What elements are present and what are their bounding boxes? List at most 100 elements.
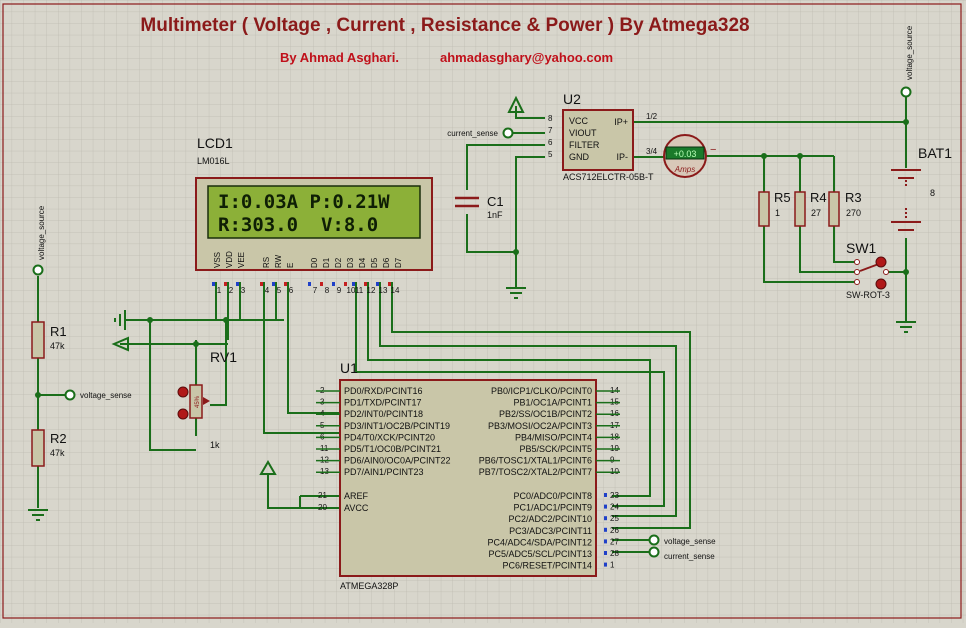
- lcd-pin-name: D0: [310, 257, 319, 268]
- r1-value: 47k: [50, 341, 65, 351]
- u1-pin-name-right: PB2/SS/OC1B/PCINT2: [499, 409, 592, 419]
- u1-pin-name-right: PC1/ADC1/PCINT9: [513, 503, 592, 513]
- lcd-pin-number: 5: [277, 286, 282, 295]
- lcd-module[interactable]: I:0.03A P:0.21W R:303.0 V:8.0: [195, 177, 433, 271]
- u1-pin-name: PD5/T1/OC0B/PCINT21: [344, 444, 441, 454]
- resistor-r2[interactable]: [31, 429, 45, 467]
- resistor-r4[interactable]: [794, 191, 806, 227]
- u2-model: ACS712ELCTR-05B-T: [563, 172, 654, 182]
- ammeter-reading: +0.03: [674, 149, 697, 159]
- net-label-current-sense-right: current_sense: [664, 552, 715, 561]
- pin-state-marker: [604, 551, 607, 555]
- pin-state-marker: [332, 282, 335, 286]
- u1-microcontroller[interactable]: [339, 379, 597, 577]
- pin-state-marker: [212, 282, 215, 286]
- pin-state-marker: [308, 282, 311, 286]
- pin-state-marker: [604, 516, 607, 521]
- pin-state-marker: [364, 282, 367, 286]
- sw1-ref: SW1: [846, 240, 877, 256]
- lcd-pin-number: 7: [313, 286, 318, 295]
- u1-pin-number-right: 26: [610, 526, 619, 535]
- pin-state-marker: [320, 282, 323, 286]
- u1-pin-name-right: PC5/ADC5/SCL/PCINT13: [488, 549, 592, 559]
- u2-pin-name: FILTER: [569, 140, 600, 150]
- resistor-r1[interactable]: [31, 321, 45, 359]
- resistor-r3[interactable]: [828, 191, 840, 227]
- resistor-r5[interactable]: [758, 191, 770, 227]
- r3-ref: R3: [845, 190, 862, 205]
- author-name: By Ahmad Asghari.: [280, 50, 399, 65]
- rv1-ref: RV1: [210, 349, 237, 365]
- lcd-pin-number: 12: [367, 286, 376, 295]
- junctions: [35, 119, 909, 398]
- net-terminals: voltage_source voltage_source voltage_se…: [32, 25, 914, 561]
- u2-pin-name: GND: [569, 152, 590, 162]
- ammeter[interactable]: +0.03 Amps −: [663, 134, 716, 178]
- current-sense-terminal-right[interactable]: [648, 546, 660, 558]
- lcd-pin-name: D4: [358, 257, 367, 268]
- r4-ref: R4: [810, 190, 827, 205]
- u1-pin-name-right: PC4/ADC4/SDA/PCINT12: [487, 537, 592, 547]
- lcd-pin-name: E: [286, 263, 295, 268]
- u2-pin-name-right: IP-: [616, 152, 628, 162]
- r2-ref: R2: [50, 431, 67, 446]
- battery-bat1[interactable]: [891, 169, 921, 231]
- lcd-pin-number: 2: [229, 286, 234, 295]
- pin-state-marker: [376, 282, 379, 286]
- u2-pin-name-right: IP+: [614, 117, 628, 127]
- u2-pin-number-right: 3/4: [646, 147, 658, 156]
- lcd-screen: [207, 185, 421, 239]
- c1-ref: C1: [487, 194, 504, 209]
- u1-pin-name-right: PC6/RESET/PCINT14: [502, 561, 592, 571]
- voltage-sense-terminal-left[interactable]: [64, 389, 76, 401]
- u2-pin-number: 5: [548, 150, 553, 159]
- lcd-pin-number: 10: [347, 286, 356, 295]
- lcd-line-2: R:303.0 V:8.0: [218, 214, 378, 236]
- u1-pin-name-right: PB0/ICP1/CLKO/PCINT0: [491, 386, 592, 396]
- rv1-value: 1k: [210, 440, 220, 450]
- rotary-switch-sw1[interactable]: [854, 256, 889, 290]
- u1-pin-name-right: PB4/MISO/PCINT4: [515, 432, 592, 442]
- u1-pin-number-right: 27: [610, 537, 619, 546]
- lcd-pin-name: VEE: [237, 252, 246, 268]
- pin-state-marker: [388, 282, 391, 286]
- u1-pin-name-right: PC2/ADC2/PCINT10: [508, 514, 592, 524]
- u1-pin-name: PD0/RXD/PCINT16: [344, 386, 423, 396]
- lcd-pin-number: 13: [379, 286, 388, 295]
- lcd-pin-name: D6: [382, 257, 391, 268]
- capacitor-c1[interactable]: [455, 196, 479, 208]
- lcd-pin-name: D2: [334, 257, 343, 268]
- lcd-pin-number: 1: [217, 286, 222, 295]
- lcd-pin-name: VSS: [213, 252, 222, 268]
- pin-state-marker: [604, 493, 607, 497]
- lcd-pin-name: D1: [322, 257, 331, 268]
- u2-pin-name: VIOUT: [569, 128, 597, 138]
- current-sense-terminal-top[interactable]: [502, 127, 514, 139]
- pin-state-marker: [352, 282, 355, 286]
- u1-pin-name-right: PB7/TOSC2/XTAL2/PCINT7: [479, 467, 592, 477]
- voltage-source-terminal-left[interactable]: [32, 264, 44, 276]
- u2-current-sensor[interactable]: [562, 109, 634, 171]
- net-label-voltage-source-left: voltage_source: [37, 205, 46, 260]
- u1-pin-labels: PD0/RXD/PCINT162PD1/TXD/PCINT173PD2/INT0…: [316, 386, 620, 571]
- u1-pin-name: PD6/AIN0/OC0A/PCINT22: [344, 456, 451, 466]
- lcd-pin-number: 8: [325, 286, 330, 295]
- potentiometer-rv1[interactable]: 45%: [177, 384, 210, 420]
- u1-pin-name: PD1/TXD/PCINT17: [344, 398, 422, 408]
- u2-pin-number: 8: [548, 114, 553, 123]
- net-label-current-sense-top: current_sense: [447, 129, 498, 138]
- pin-state-marker: [344, 282, 347, 286]
- voltage-source-terminal-top[interactable]: [900, 86, 912, 98]
- u1-pin-name: PD3/INT1/OC2B/PCINT19: [344, 421, 450, 431]
- r4-value: 27: [811, 208, 821, 218]
- pin-state-marker: [272, 282, 275, 286]
- lcd-pin-number: 9: [337, 286, 342, 295]
- pin-state-marker: [604, 539, 607, 544]
- bat1-value: 8: [930, 188, 935, 198]
- voltage-sense-terminal-right[interactable]: [648, 534, 660, 546]
- lcd-ref: LCD1: [197, 135, 233, 151]
- u1-pin-name: PD4/T0/XCK/PCINT20: [344, 432, 435, 442]
- u1-pin-number-right: 28: [610, 549, 619, 558]
